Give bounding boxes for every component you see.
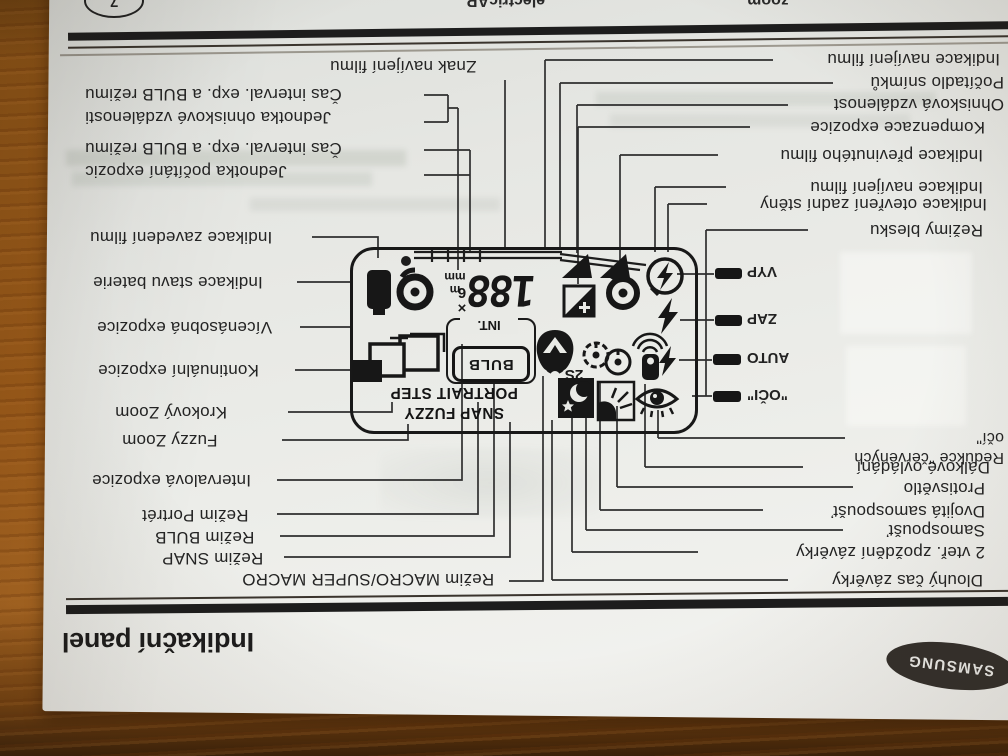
label-indikace-baterie: Indikace stavu baterie bbox=[93, 273, 263, 292]
flash-off-icon bbox=[643, 254, 687, 303]
label-kontinualni: Kontinuální expozice bbox=[98, 361, 259, 380]
remote-control-icon bbox=[630, 330, 670, 387]
film-dot bbox=[401, 256, 411, 266]
backlight-icon bbox=[596, 380, 636, 427]
lcd-bulb-label: BULB bbox=[468, 355, 514, 373]
lcd-unit-mm: mm bbox=[444, 270, 466, 284]
edge-word-2: zoom bbox=[747, 0, 789, 9]
lcd-modes-snap-fuzzy: SNAP FUZZY bbox=[404, 404, 504, 421]
flash-on-icon bbox=[656, 298, 680, 339]
label-dlouhy-cas: Dlouhý čas závěrky bbox=[832, 571, 983, 590]
film-load-icon bbox=[392, 262, 438, 319]
label-kompenzace: Kompenzace expozice bbox=[810, 118, 985, 137]
flash-auto-icon bbox=[658, 346, 678, 381]
label-indikace-otevreni: Indikace otevření zadní stěny bbox=[760, 195, 987, 214]
night-scene-icon bbox=[558, 378, 594, 423]
label-indikace-navijeni-1: Indikace navíjení filmu bbox=[827, 50, 1000, 69]
flash-mode-oci: "OČI" bbox=[747, 386, 788, 403]
label-line: Jednotka počítání expozic bbox=[85, 162, 287, 181]
label-pocitadlo: Počítadlo snímků bbox=[870, 73, 1004, 92]
label-fuzzy-zoom: Fuzzy Zoom bbox=[122, 431, 218, 450]
label-krokovy-zoom: Krokový Zoom bbox=[115, 403, 227, 422]
label-dve-vter: 2 vteř. zpoždění závěrky bbox=[795, 543, 985, 562]
flash-mode-dash bbox=[713, 391, 741, 402]
lcd-int-label: INT. bbox=[460, 316, 518, 334]
lcd-modes-portrait-step: PORTRAIT STEP bbox=[390, 384, 518, 401]
flash-mode-zap: ZAP bbox=[747, 310, 777, 327]
exposure-compensation-icon bbox=[562, 284, 596, 323]
flash-mode-dash bbox=[715, 315, 742, 326]
label-ohniskova: Ohnisková vzdálenost bbox=[833, 95, 1004, 114]
multiple-exposure-icon bbox=[350, 332, 446, 389]
page-title: Indikační panel bbox=[62, 627, 255, 657]
edge-word-1: electricAP bbox=[466, 0, 546, 9]
lcd-bulb-box: BULB bbox=[452, 346, 530, 382]
lcd-mode-words: SNAP FUZZY PORTRAIT STEP bbox=[361, 382, 547, 422]
back-cover-open-icon bbox=[558, 248, 650, 287]
label-rezim-bulb: Režim BULB bbox=[155, 528, 255, 547]
flash-mode-vyp: VYP bbox=[747, 263, 778, 280]
flash-mode-auto: AUTO bbox=[747, 349, 790, 366]
label-jednotka-pocitani: Jednotka počítání expozic Čas interval. … bbox=[85, 137, 425, 183]
label-samospoust: Samospoušť bbox=[886, 521, 985, 540]
label-indikace-previnuteho: Indikace převinutého filmu bbox=[780, 146, 983, 165]
label-jednotka-ohniskove: Jednotka ohniskové vzdálenosti Čas inter… bbox=[85, 83, 425, 129]
label-vicenasobna: Vícenásobná expozice bbox=[97, 318, 273, 337]
label-dalkove: Dálkové ovládání bbox=[856, 458, 990, 477]
label-znak-navijeni: Znak navíjení filmu bbox=[330, 57, 477, 76]
label-rezim-macro: Režim MACRO/SUPER MACRO bbox=[242, 570, 495, 589]
label-indikace-zavedeni: Indikace zavedení filmu bbox=[90, 228, 273, 247]
label-rezim-portret: Režim Portrét bbox=[142, 506, 249, 525]
flash-mode-dash bbox=[715, 268, 742, 279]
label-rezimy-blesku: Režimy blesku bbox=[869, 221, 983, 240]
page-number: 7 bbox=[109, 0, 119, 10]
label-protisvetlo: Protisvětlo bbox=[903, 479, 985, 498]
label-rezim-snap: Režim SNAP bbox=[162, 549, 264, 568]
label-intervalova: Intervalová expozice bbox=[92, 471, 251, 490]
label-line: Čas interval. exp. a BULB režimu bbox=[85, 139, 342, 158]
lcd-panel-outline bbox=[350, 247, 698, 434]
samsung-logo-text: SAMSUNG bbox=[906, 652, 996, 680]
self-timer-icons bbox=[580, 336, 636, 387]
lcd-frame-counter: 188 bbox=[466, 266, 539, 315]
label-line: Čas interval. exp. a BULB režimu bbox=[85, 85, 342, 104]
battery-icon bbox=[364, 268, 394, 323]
macro-tulip-icon bbox=[532, 328, 578, 381]
red-eye-icon bbox=[634, 384, 680, 423]
label-line: Jednotka ohniskové vzdálenosti bbox=[85, 108, 332, 127]
flash-mode-dash bbox=[713, 354, 741, 365]
